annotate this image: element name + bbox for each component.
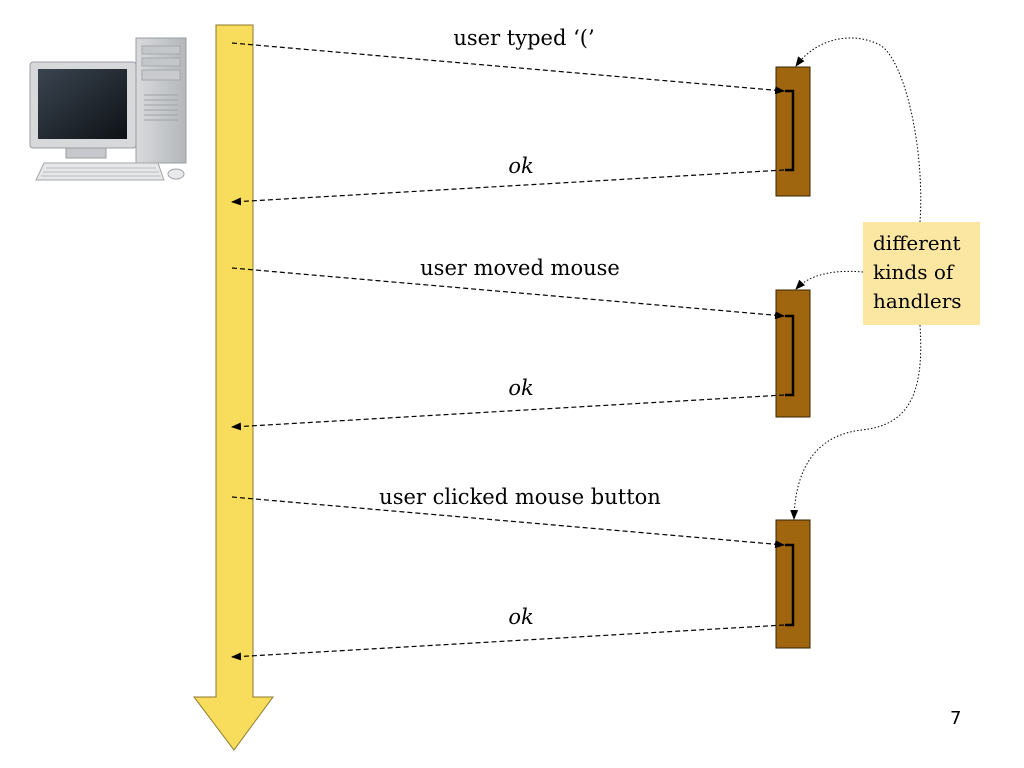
- reply-label: ok: [508, 154, 534, 178]
- message-label: user typed ‘(’: [453, 26, 595, 50]
- desktop-computer-icon: [29, 37, 187, 181]
- message-arrow: [231, 267, 785, 320]
- note-connector-middle: [795, 270, 864, 290]
- handler-box: [775, 66, 811, 197]
- handler-box: [775, 519, 811, 649]
- message-label: user moved mouse: [420, 256, 620, 280]
- reply-label: ok: [508, 376, 534, 400]
- note-line: different: [873, 231, 961, 255]
- slide-number: 7: [950, 708, 962, 729]
- note-line: handlers: [873, 289, 962, 313]
- reply-arrow: [231, 624, 785, 661]
- handler-box: [775, 289, 811, 418]
- message-label: user clicked mouse button: [379, 485, 661, 509]
- reply-label: ok: [508, 605, 534, 629]
- timeline-arrow: [192, 24, 274, 751]
- reply-arrow: [231, 394, 785, 431]
- note-connector-bottom: [790, 324, 922, 520]
- handlers-note: different kinds of handlers: [863, 222, 980, 325]
- message-arrow: [231, 42, 785, 95]
- note-connector-top: [795, 37, 922, 223]
- message-arrow: [231, 496, 785, 549]
- reply-arrow: [231, 169, 785, 206]
- note-line: kinds of: [873, 260, 954, 284]
